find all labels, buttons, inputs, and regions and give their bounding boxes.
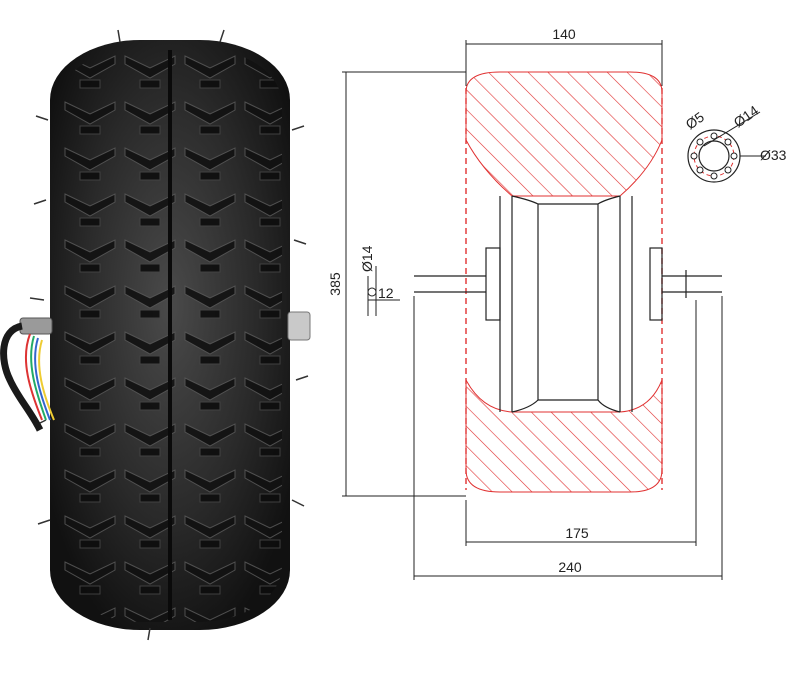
- rim-hub: [485, 195, 663, 413]
- dim-240: [413, 296, 723, 580]
- dim-shaft: [367, 266, 400, 316]
- dim-shaft-12-label: 12: [378, 285, 394, 301]
- dim-175: [465, 300, 697, 546]
- axle-left: [19, 317, 53, 335]
- dim-bolt-d14-label: Ø14: [731, 102, 762, 130]
- dim-175-label: 175: [565, 525, 589, 541]
- dim-140-label: 140: [552, 26, 576, 42]
- dim-385-label: 385: [330, 272, 343, 296]
- product-photo: [0, 0, 330, 671]
- hub-motor-wheel-photo-icon: [0, 29, 311, 641]
- wheel-cross-section-drawing: 140 385 Ø14 12 175 240: [327, 26, 787, 580]
- motor-cable: [0, 322, 44, 432]
- dim-shaft-d14-label: Ø14: [359, 245, 375, 272]
- axle: [414, 270, 722, 298]
- dim-385: [342, 71, 466, 497]
- dim-bolt-d33-label: Ø33: [760, 147, 787, 163]
- dim-240-label: 240: [558, 559, 582, 575]
- technical-drawing: 140 385 Ø14 12 175 240: [327, 0, 800, 671]
- dim-bolt-d5-label: Ø5: [683, 109, 708, 133]
- axle-nut-right: [287, 311, 311, 341]
- bolt-circle-detail: [687, 111, 766, 183]
- tire-section-upper: [465, 71, 663, 197]
- dim-140: [465, 40, 663, 86]
